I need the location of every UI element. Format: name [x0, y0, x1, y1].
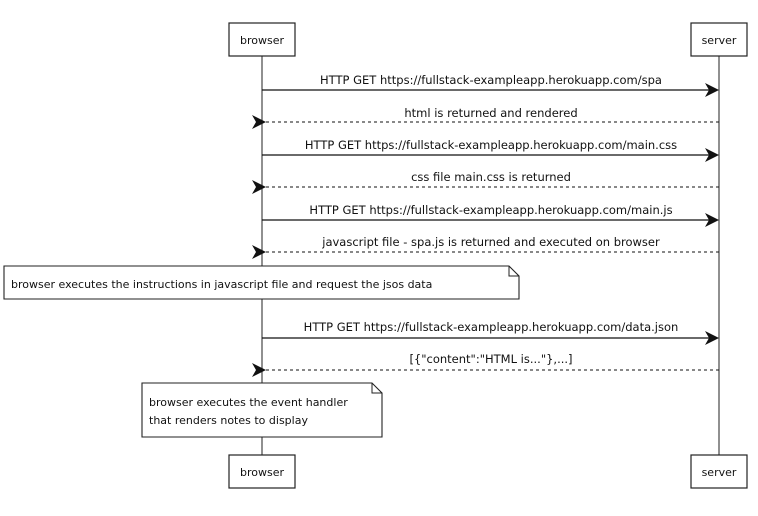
message-label: html is returned and rendered [404, 106, 577, 120]
browser-participant-bottom: browser [228, 454, 296, 489]
note-text: browser executes the instructions in jav… [11, 278, 432, 291]
message-label: HTTP GET https://fullstack-exampleapp.he… [320, 73, 662, 87]
note-text: browser executes the event handler [149, 396, 348, 409]
message-label: javascript file - spa.js is returned and… [321, 235, 660, 249]
message-arrow: [{"content":"HTML is..."},...] [252, 352, 719, 377]
message-arrow: javascript file - spa.js is returned and… [252, 235, 719, 259]
server-participant-bottom: server [690, 454, 748, 489]
message-label: HTTP GET https://fullstack-exampleapp.he… [305, 138, 677, 152]
message-label: HTTP GET https://fullstack-exampleapp.he… [309, 203, 672, 217]
browser-participant-label: browser [240, 34, 284, 47]
browser-participant-label: browser [240, 466, 284, 479]
message-arrow: HTTP GET https://fullstack-exampleapp.he… [262, 203, 719, 227]
server-participant-label: server [702, 466, 737, 479]
browser-participant-top: browser [228, 22, 296, 57]
note: browser executes the instructions in jav… [3, 265, 520, 300]
message-arrow: HTTP GET https://fullstack-exampleapp.he… [262, 320, 719, 345]
message-arrow: HTTP GET https://fullstack-exampleapp.he… [262, 138, 719, 162]
message-arrow: css file main.css is returned [252, 170, 719, 194]
note: browser executes the event handler that … [141, 382, 383, 438]
message-label: css file main.css is returned [411, 170, 571, 184]
message-label: HTTP GET https://fullstack-exampleapp.he… [304, 320, 679, 334]
message-arrow: HTTP GET https://fullstack-exampleapp.he… [262, 73, 719, 97]
note-text: that renders notes to display [149, 414, 308, 427]
message-arrow: html is returned and rendered [252, 106, 719, 129]
server-participant-label: server [702, 34, 737, 47]
server-participant-top: server [690, 22, 748, 57]
message-label: [{"content":"HTML is..."},...] [409, 352, 572, 366]
